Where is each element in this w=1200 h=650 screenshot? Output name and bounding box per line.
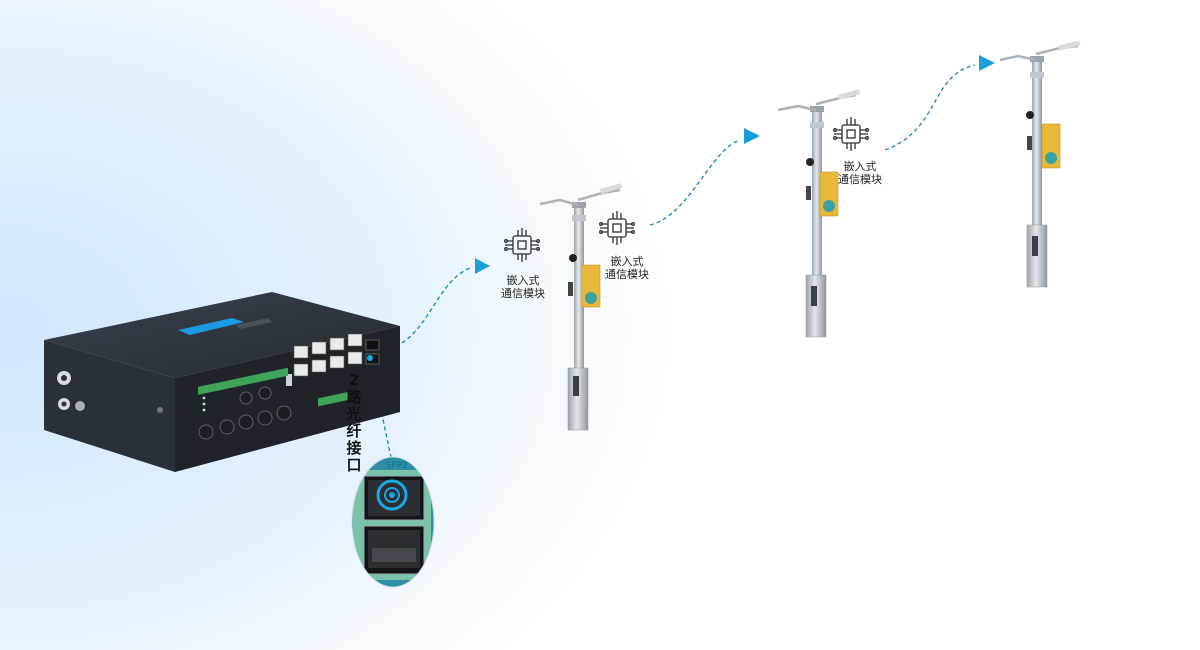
link-pole1-to-pole2: [649, 139, 741, 226]
arrow-2: [744, 128, 760, 144]
fiber-port-highlight: [376, 479, 408, 511]
device-top: [44, 292, 400, 378]
fiber-interface-label: 2 路 光 纤 接 口: [346, 371, 362, 474]
switch-icon: [75, 401, 85, 411]
link-pole2-to-pole3: [884, 64, 976, 151]
direction-arrows: [475, 55, 995, 274]
arrow-3: [979, 55, 995, 71]
connection-lines: [369, 64, 976, 463]
terminal-block: [198, 367, 348, 407]
smart-pole-1: [539, 183, 623, 431]
module-label-3: 嵌入式通信模块: [838, 160, 882, 186]
aviation-connectors: [198, 386, 292, 440]
arrow-1: [475, 258, 490, 274]
link-device-to-pole1: [401, 267, 471, 344]
smart-pole-2: [777, 89, 861, 338]
device-front: [44, 340, 175, 472]
sfp-zoom: [351, 355, 435, 588]
module-label-2: 嵌入式通信模块: [605, 255, 649, 281]
device-sticker: [178, 318, 244, 335]
smart-pole-3: [999, 40, 1081, 288]
rj45-ports: [293, 333, 363, 377]
chip-icon-3: [833, 117, 869, 151]
sfp-tag: SFP2: [386, 461, 408, 471]
chip-icon-1: [504, 228, 540, 262]
module-label-1: 嵌入式通信模块: [501, 274, 545, 300]
gateway-device: [44, 292, 400, 472]
chip-icon-2: [599, 211, 635, 245]
